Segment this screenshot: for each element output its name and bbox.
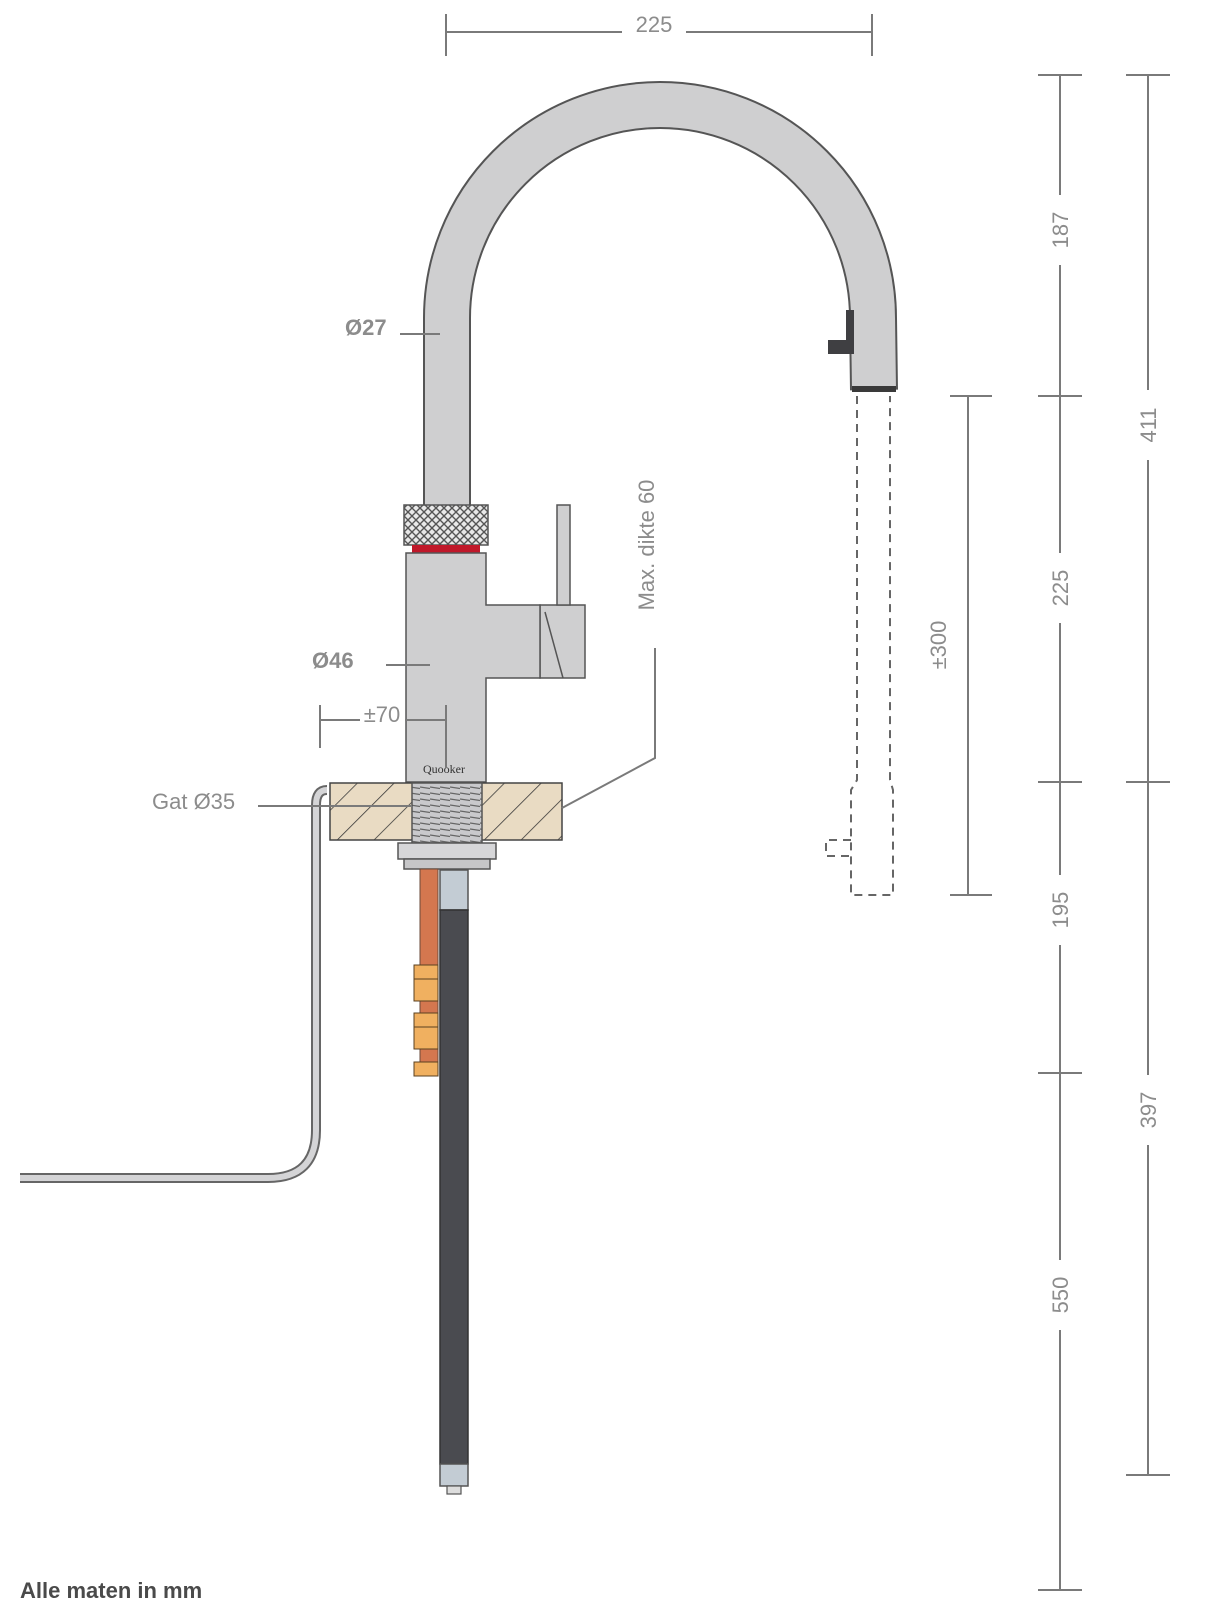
dim-pull-out: ±300 — [926, 395, 992, 896]
red-indicator-band — [412, 545, 480, 553]
svg-text:±70: ±70 — [364, 702, 401, 727]
label-body-diameter: Ø46 — [312, 648, 354, 673]
footnote: Alle maten in mm — [20, 1578, 202, 1603]
spout-button — [828, 340, 850, 354]
svg-text:411: 411 — [1136, 407, 1161, 442]
svg-text:225: 225 — [636, 12, 673, 37]
svg-text:550: 550 — [1048, 1277, 1073, 1314]
tap-body: Quooker — [403, 504, 586, 783]
dim-column-right-1: 187 225 195 550 — [1038, 74, 1082, 1591]
dim-counter-offset: ±70 — [319, 702, 447, 768]
svg-text:195: 195 — [1048, 892, 1073, 929]
svg-text:±300: ±300 — [926, 621, 951, 670]
knurled-ring — [403, 504, 489, 546]
mounting-thread — [411, 782, 483, 844]
svg-text:187: 187 — [1048, 212, 1073, 249]
lever-handle — [556, 504, 571, 606]
svg-text:397: 397 — [1136, 1092, 1161, 1129]
dim-spout-reach: 225 — [445, 12, 873, 56]
brand-logo: Quooker — [423, 762, 465, 776]
dim-column-right-2: 411 397 — [1126, 74, 1170, 1476]
mounting-nut — [397, 842, 497, 860]
supply-tube — [20, 785, 328, 1183]
label-max-thickness: Max. dikte 60 — [634, 480, 659, 611]
label-hole-diameter: Gat Ø35 — [152, 789, 235, 814]
copper-pipe — [413, 868, 439, 1077]
pull-out-hose-outline — [825, 396, 894, 896]
svg-text:225: 225 — [1048, 570, 1073, 607]
spout — [423, 81, 898, 505]
flexible-hose — [439, 869, 469, 1495]
label-spout-diameter: Ø27 — [345, 315, 387, 340]
